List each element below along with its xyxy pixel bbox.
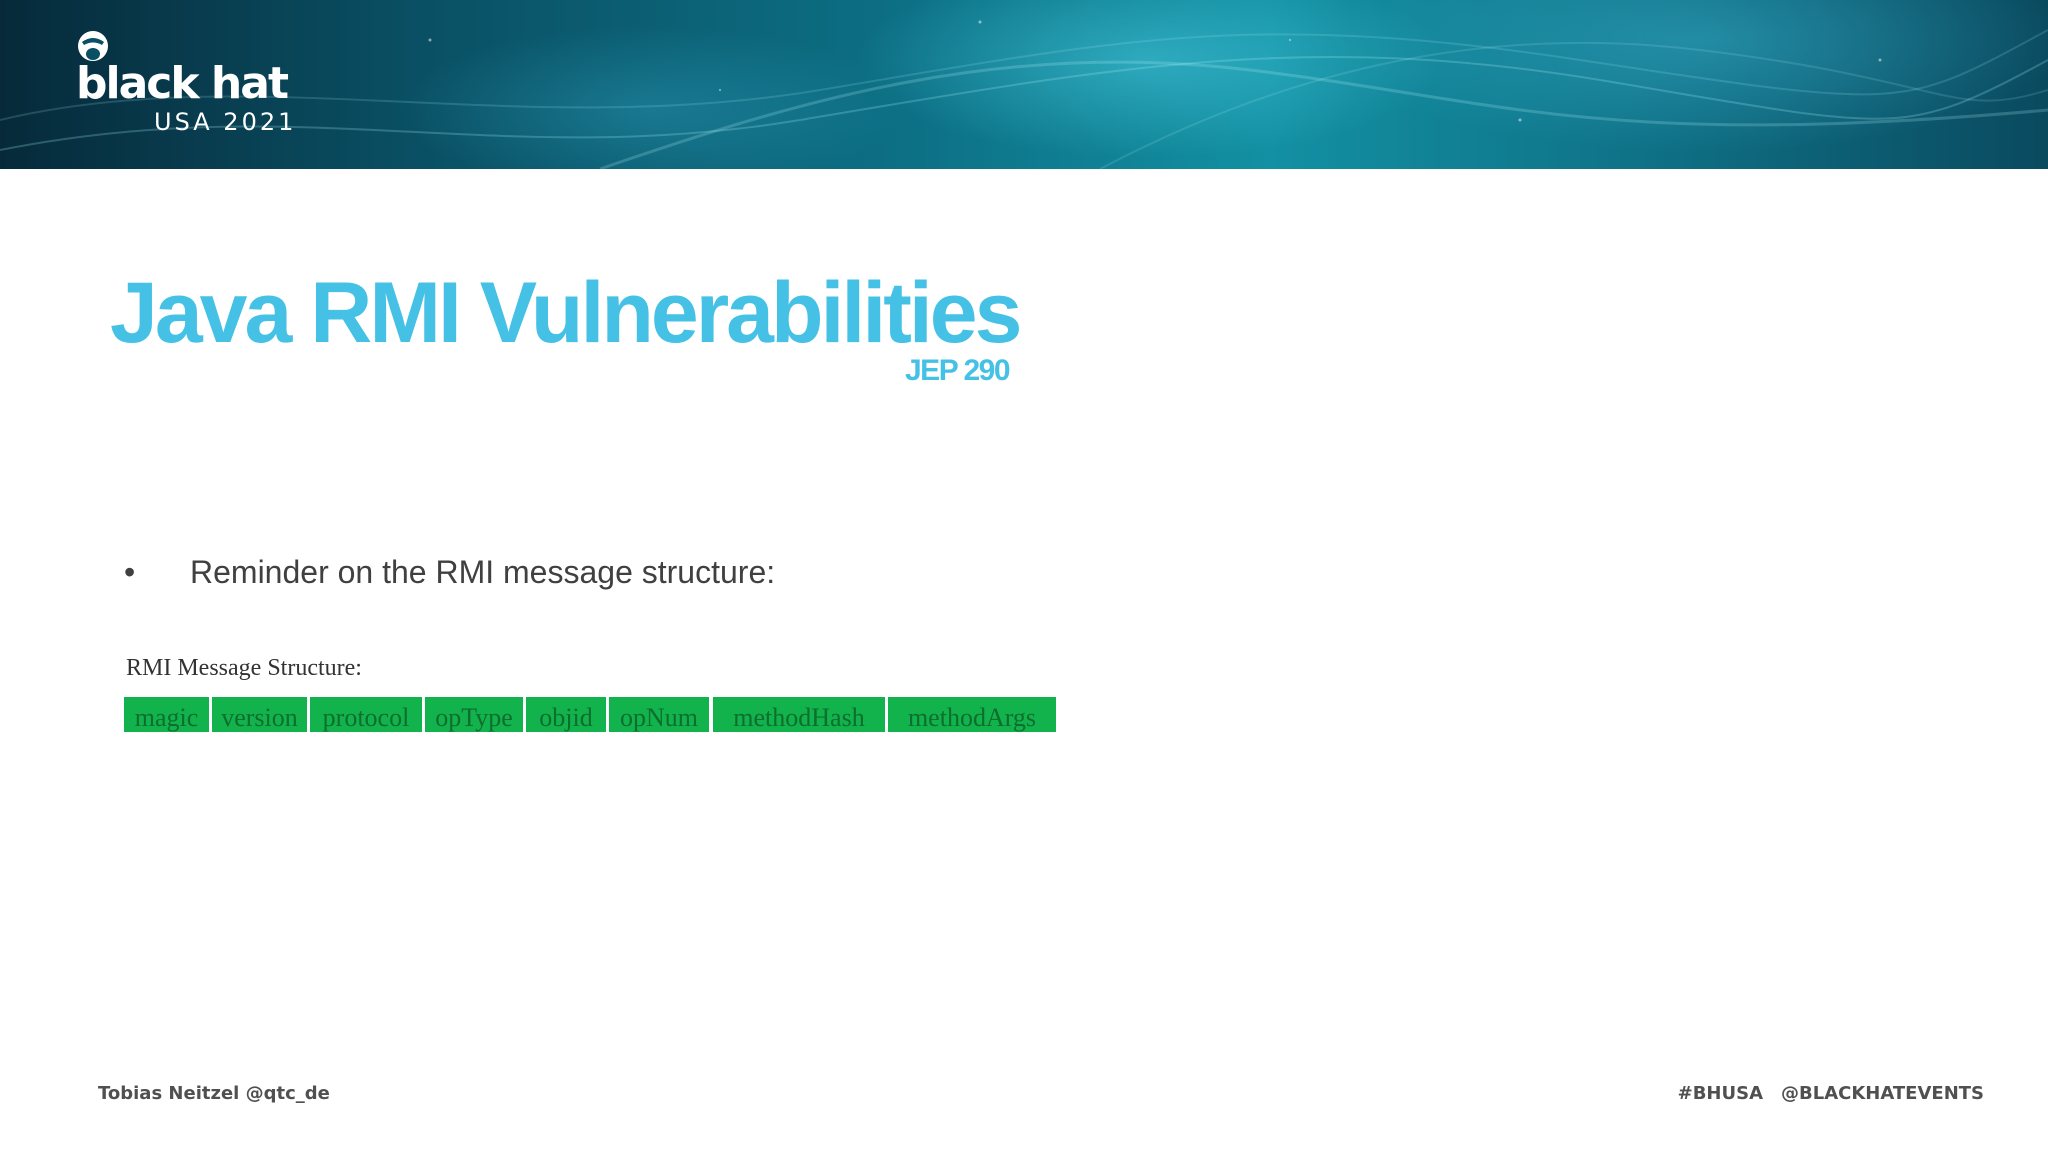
structure-label: RMI Message Structure: xyxy=(126,655,362,681)
field-methodhash: methodHash xyxy=(713,697,885,732)
field-magic: magic xyxy=(124,697,209,732)
blackhat-logo: black hat USA 2021 xyxy=(76,28,346,138)
logo-brand-text: black hat xyxy=(76,58,289,109)
header-banner: black hat USA 2021 xyxy=(0,0,2048,169)
footer-social: #BHUSA @BLACKHATEVENTS xyxy=(1678,1085,1984,1103)
bullet-text: Reminder on the RMI message structure: xyxy=(190,554,776,590)
bullet-icon: • xyxy=(124,554,136,590)
field-version: version xyxy=(212,697,307,732)
footer-hashtag: #BHUSA xyxy=(1677,1083,1764,1104)
field-opnum: opNum xyxy=(609,697,709,732)
field-protocol: protocol xyxy=(310,697,422,732)
slide-title: Java RMI Vulnerabilities xyxy=(110,265,1022,361)
footer-handle: @BLACKHATEVENTS xyxy=(1781,1083,1984,1104)
footer-author: Tobias Neitzel @qtc_de xyxy=(98,1083,330,1104)
logo-event-text: USA 2021 xyxy=(154,108,297,136)
field-methodargs: methodArgs xyxy=(888,697,1056,732)
field-optype: opType xyxy=(425,697,523,732)
hat-figure-icon xyxy=(78,31,108,61)
field-objid: objid xyxy=(526,697,606,732)
banner-wave-decoration xyxy=(0,20,2048,169)
slide-subtitle: JEP 290 xyxy=(905,354,1011,387)
